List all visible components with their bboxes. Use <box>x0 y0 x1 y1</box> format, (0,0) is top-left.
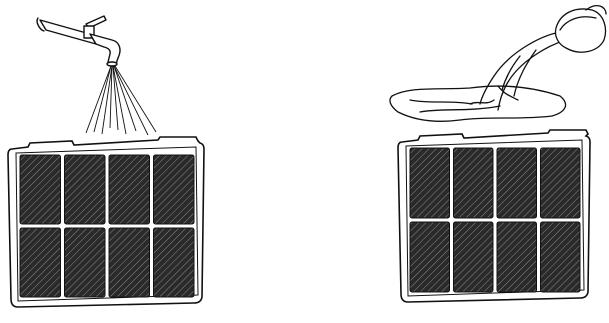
filter-mesh-cell <box>540 147 581 219</box>
filter-mesh-cell <box>453 147 494 219</box>
filter-mesh-cell <box>64 154 106 225</box>
filter-mesh-cell <box>108 154 150 225</box>
pour-water-on-cloth-icon <box>389 4 607 122</box>
air-filter-icon <box>397 129 591 303</box>
filter-inner-frame <box>15 146 199 302</box>
filter-mesh-cell <box>409 221 450 293</box>
filter-mesh-cell <box>453 221 494 293</box>
filter-mesh-cell <box>108 227 150 298</box>
filter-mesh-cell <box>540 221 581 293</box>
filter-inner-frame <box>405 139 585 297</box>
air-filter-icon <box>7 136 205 308</box>
filter-mesh-cell <box>153 154 195 225</box>
filter-mesh-cell <box>153 227 195 298</box>
filter-mesh-cell <box>19 154 61 225</box>
faucet-spray-icon <box>36 15 121 67</box>
water-spray-lines <box>85 65 157 136</box>
filter-mesh-cell <box>64 227 106 298</box>
filter-mesh-cell <box>19 227 61 298</box>
filter-mesh-cell <box>409 147 450 219</box>
filter-mesh-cell <box>496 147 537 219</box>
filter-mesh-cell <box>496 221 537 293</box>
